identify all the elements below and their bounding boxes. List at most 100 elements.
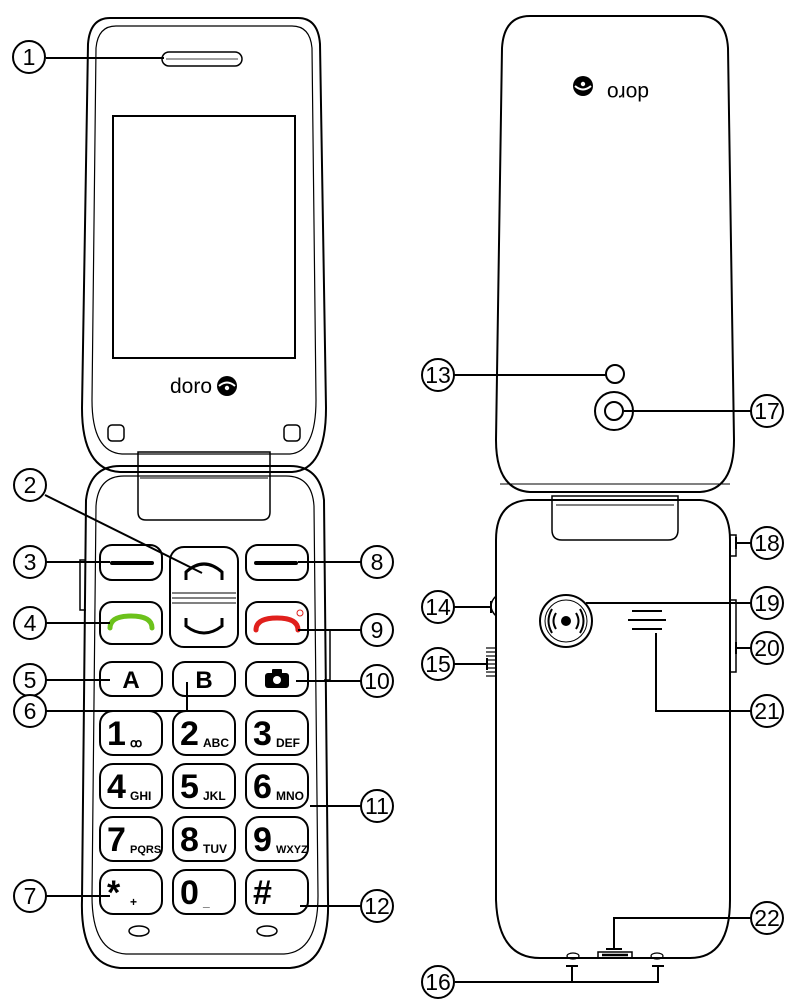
- callout-13: 13: [421, 358, 455, 392]
- front-base-inner: [91, 475, 319, 955]
- callout-number: 12: [364, 893, 390, 919]
- sensor-light: [605, 364, 625, 384]
- digit-key-number: 8: [180, 821, 199, 859]
- callout-17: 17: [750, 394, 784, 428]
- front-hinge: [137, 451, 271, 521]
- callout-number: 11: [365, 793, 389, 819]
- callout-number: 17: [754, 398, 780, 424]
- callout-number: 22: [754, 905, 780, 931]
- callout-number: 2: [24, 472, 37, 498]
- callout-15: 15: [421, 647, 455, 681]
- assistance-button[interactable]: [539, 594, 593, 648]
- digit-key-number: 6: [253, 768, 272, 806]
- callout-number: 18: [754, 530, 780, 556]
- front-flip-outer: [80, 17, 328, 473]
- digit-key-letters: DEF: [276, 736, 300, 750]
- callout-6: 6: [13, 694, 47, 728]
- callout-number: 5: [24, 667, 37, 693]
- digit-key-number: *: [107, 874, 121, 912]
- usb-port: [597, 951, 633, 958]
- digit-key-number: 0: [180, 874, 199, 912]
- callout-number: 15: [425, 651, 451, 677]
- back-flip-outer: [494, 15, 736, 493]
- front-flip-inner: [91, 25, 317, 455]
- callout-10: 10: [360, 664, 394, 698]
- front-display: [112, 115, 296, 359]
- digit-key-letters: JKL: [203, 789, 226, 803]
- callout-7: 7: [13, 879, 47, 913]
- callout-16: 16: [421, 965, 455, 999]
- callout-number: 21: [754, 698, 780, 724]
- end-handset-icon: [253, 615, 301, 633]
- digit-key-letters: WXYZ: [276, 844, 308, 856]
- callout-number: 3: [24, 549, 37, 575]
- callout-12: 12: [360, 889, 394, 923]
- callout-5: 5: [13, 663, 47, 697]
- back-camera-lens: [604, 401, 624, 421]
- digit-key-letters: ABC: [203, 736, 229, 750]
- key-b[interactable]: [172, 661, 236, 697]
- callout-number: 19: [754, 590, 780, 616]
- digit-key-number: 7: [107, 821, 126, 859]
- front-base-outer: [80, 465, 330, 969]
- digit-key-11[interactable]: 0_: [172, 869, 236, 915]
- callout-number: 7: [24, 883, 37, 909]
- front-brand-mark-icon: [217, 376, 237, 396]
- digit-key-number: #: [253, 874, 272, 912]
- callout-3: 3: [13, 545, 47, 579]
- callout-number: 1: [23, 44, 36, 70]
- callout-1: 1: [12, 40, 46, 74]
- digit-key-number: 3: [253, 715, 272, 753]
- digit-key-10[interactable]: *+: [99, 869, 163, 915]
- callout-number: 6: [24, 698, 37, 724]
- callout-number: 8: [371, 549, 384, 575]
- callout-number: 10: [364, 668, 390, 694]
- sos-icon: [547, 608, 585, 634]
- callout-number: 13: [425, 362, 451, 388]
- end-key[interactable]: [245, 601, 309, 645]
- front-brand-logo: doro: [170, 375, 212, 398]
- callout-20: 20: [750, 631, 784, 665]
- callout-21: 21: [750, 694, 784, 728]
- digit-key-12[interactable]: #: [245, 869, 309, 915]
- key-b-label: B: [195, 667, 212, 694]
- callout-2: 2: [13, 468, 47, 502]
- digit-key-letters: GHI: [130, 789, 151, 803]
- camera-icon: [265, 669, 289, 688]
- digit-key-letters: +: [130, 895, 137, 909]
- flip-indicator-right: [283, 424, 301, 442]
- callout-14: 14: [421, 590, 455, 624]
- callout-number: 4: [24, 610, 37, 636]
- callout-11: 11: [360, 789, 394, 823]
- callout-number: 14: [425, 594, 451, 620]
- callout-18: 18: [750, 526, 784, 560]
- leader-lines: [44, 57, 752, 983]
- callout-number: 20: [754, 635, 780, 661]
- call-handset-icon: [107, 613, 155, 631]
- digit-key-letters: _: [202, 895, 210, 909]
- digit-key-letters: TUV: [203, 842, 227, 856]
- callout-4: 4: [13, 606, 47, 640]
- digit-key-letters: MNO: [276, 789, 304, 803]
- back-view: [486, 15, 737, 960]
- back-base-outer: [495, 499, 731, 959]
- digit-key-letters: PQRS: [130, 844, 161, 856]
- callout-8: 8: [360, 545, 394, 579]
- callout-number: 16: [425, 969, 451, 995]
- callout-9: 9: [360, 613, 394, 647]
- callout-19: 19: [750, 586, 784, 620]
- digit-key-letters: ꝏ: [130, 736, 142, 750]
- keypad: [99, 544, 309, 697]
